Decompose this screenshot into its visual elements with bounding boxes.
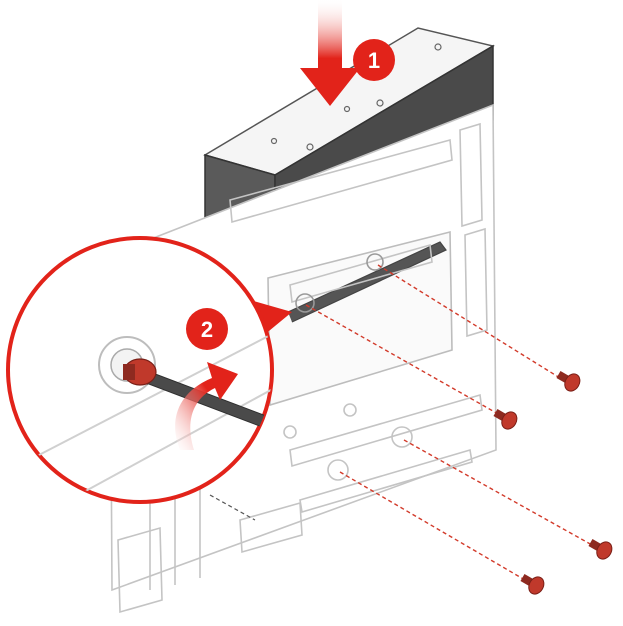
arrow-down-icon — [300, 0, 360, 106]
step-1-badge: 1 — [353, 39, 395, 81]
screw-icon — [556, 371, 581, 392]
align-guide-line — [209, 494, 256, 521]
step-2-badge: 2 — [186, 308, 228, 350]
screw-icon — [520, 574, 545, 595]
step-1-number: 1 — [368, 48, 380, 73]
screw-icon — [588, 539, 613, 560]
step-2-number: 2 — [201, 317, 213, 342]
zoom-callout — [6, 236, 292, 504]
screw-icon — [493, 409, 518, 430]
screw-guide-lines — [305, 264, 593, 581]
rotate-arrow-icon — [175, 362, 238, 450]
